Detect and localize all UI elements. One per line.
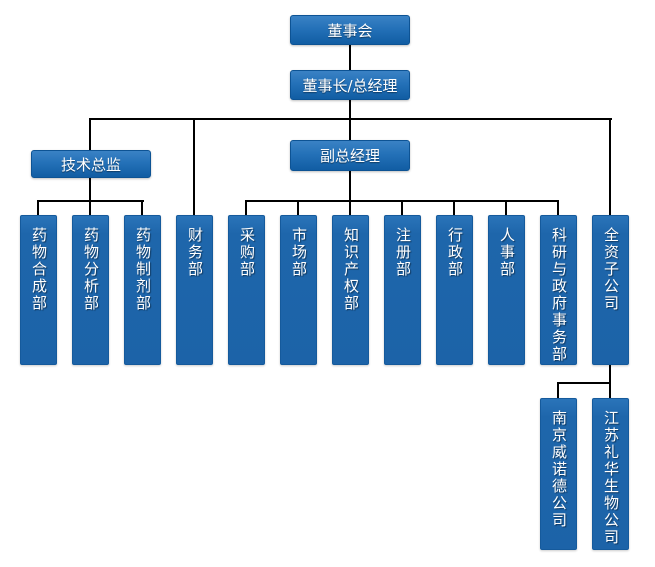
wholly-owned-subsidiaries-label: 全资子公司 — [602, 227, 620, 312]
hr-dept-node: 人事部 — [488, 215, 525, 365]
marketing-dept-label: 市场部 — [290, 227, 308, 278]
connector-drop-research-gov — [557, 200, 559, 215]
technical-director-label: 技术总监 — [60, 155, 121, 174]
jiangsu-lihua-biology-company-label: 江苏礼华生物公司 — [602, 410, 620, 546]
finance-dept-node: 财务部 — [176, 215, 213, 365]
administration-dept-node: 行政部 — [436, 215, 473, 365]
registration-dept-label: 注册部 — [394, 227, 412, 278]
connector-chairman-to-mainline — [349, 100, 351, 118]
deputy-general-manager-node: 副总经理 — [290, 140, 410, 171]
registration-dept-node: 注册部 — [384, 215, 421, 365]
connector-subsidiaries-down — [609, 365, 611, 398]
connector-tech-subline — [37, 200, 144, 202]
connector-deputy-gm-down — [349, 171, 351, 215]
wholly-owned-subsidiaries-node: 全资子公司 — [592, 215, 629, 365]
connector-drop-finance-dept — [193, 118, 195, 215]
drug-analysis-dept-label: 药物分析部 — [82, 227, 100, 312]
connector-drop-subsidiaries — [609, 118, 611, 215]
connector-drop-tech-director — [89, 118, 91, 150]
intellectual-property-dept-node: 知识产权部 — [332, 215, 369, 365]
finance-dept-label: 财务部 — [186, 227, 204, 278]
drug-formulation-dept-label: 药物制剂部 — [134, 227, 152, 312]
connector-subsidiaries-subline — [557, 382, 611, 384]
research-government-affairs-dept-label: 科研与政府事务部 — [550, 227, 568, 363]
deputy-general-manager-label: 副总经理 — [319, 147, 380, 165]
purchasing-dept-label: 采购部 — [238, 227, 256, 278]
administration-dept-label: 行政部 — [446, 227, 464, 278]
drug-formulation-dept-node: 药物制剂部 — [124, 215, 161, 365]
marketing-dept-node: 市场部 — [280, 215, 317, 365]
research-government-affairs-dept-node: 科研与政府事务部 — [540, 215, 577, 365]
purchasing-dept-node: 采购部 — [228, 215, 265, 365]
chairman-general-manager-node: 董事长/总经理 — [290, 70, 410, 100]
connector-tech-director-down — [89, 178, 91, 215]
nanjing-weinuode-company-label: 南京威诺德公司 — [550, 410, 568, 529]
connector-drop-purchasing — [245, 200, 247, 215]
technical-director-node: 技术总监 — [31, 150, 151, 178]
connector-board-to-chairman — [349, 45, 351, 70]
connector-drop-marketing — [297, 200, 299, 215]
nanjing-weinuode-company-node: 南京威诺德公司 — [540, 398, 577, 550]
drug-analysis-dept-node: 药物分析部 — [72, 215, 109, 365]
connector-drop-hr — [505, 200, 507, 215]
connector-drop-deputy-gm — [349, 118, 351, 140]
board-of-directors-label: 董事会 — [327, 21, 373, 40]
jiangsu-lihua-biology-company-node: 江苏礼华生物公司 — [592, 398, 629, 550]
drug-synthesis-dept-node: 药物合成部 — [20, 215, 57, 365]
connector-drop-drug-synthesis — [37, 200, 39, 215]
connector-drop-registration — [401, 200, 403, 215]
intellectual-property-dept-label: 知识产权部 — [342, 227, 360, 312]
chairman-general-manager-label: 董事长/总经理 — [302, 76, 398, 95]
connector-drop-nanjing-weinuode — [557, 382, 559, 398]
hr-dept-label: 人事部 — [498, 227, 516, 278]
connector-drop-drug-formulation — [141, 200, 143, 215]
board-of-directors-node: 董事会 — [290, 15, 410, 45]
connector-drop-administration — [453, 200, 455, 215]
drug-synthesis-dept-label: 药物合成部 — [30, 227, 48, 312]
